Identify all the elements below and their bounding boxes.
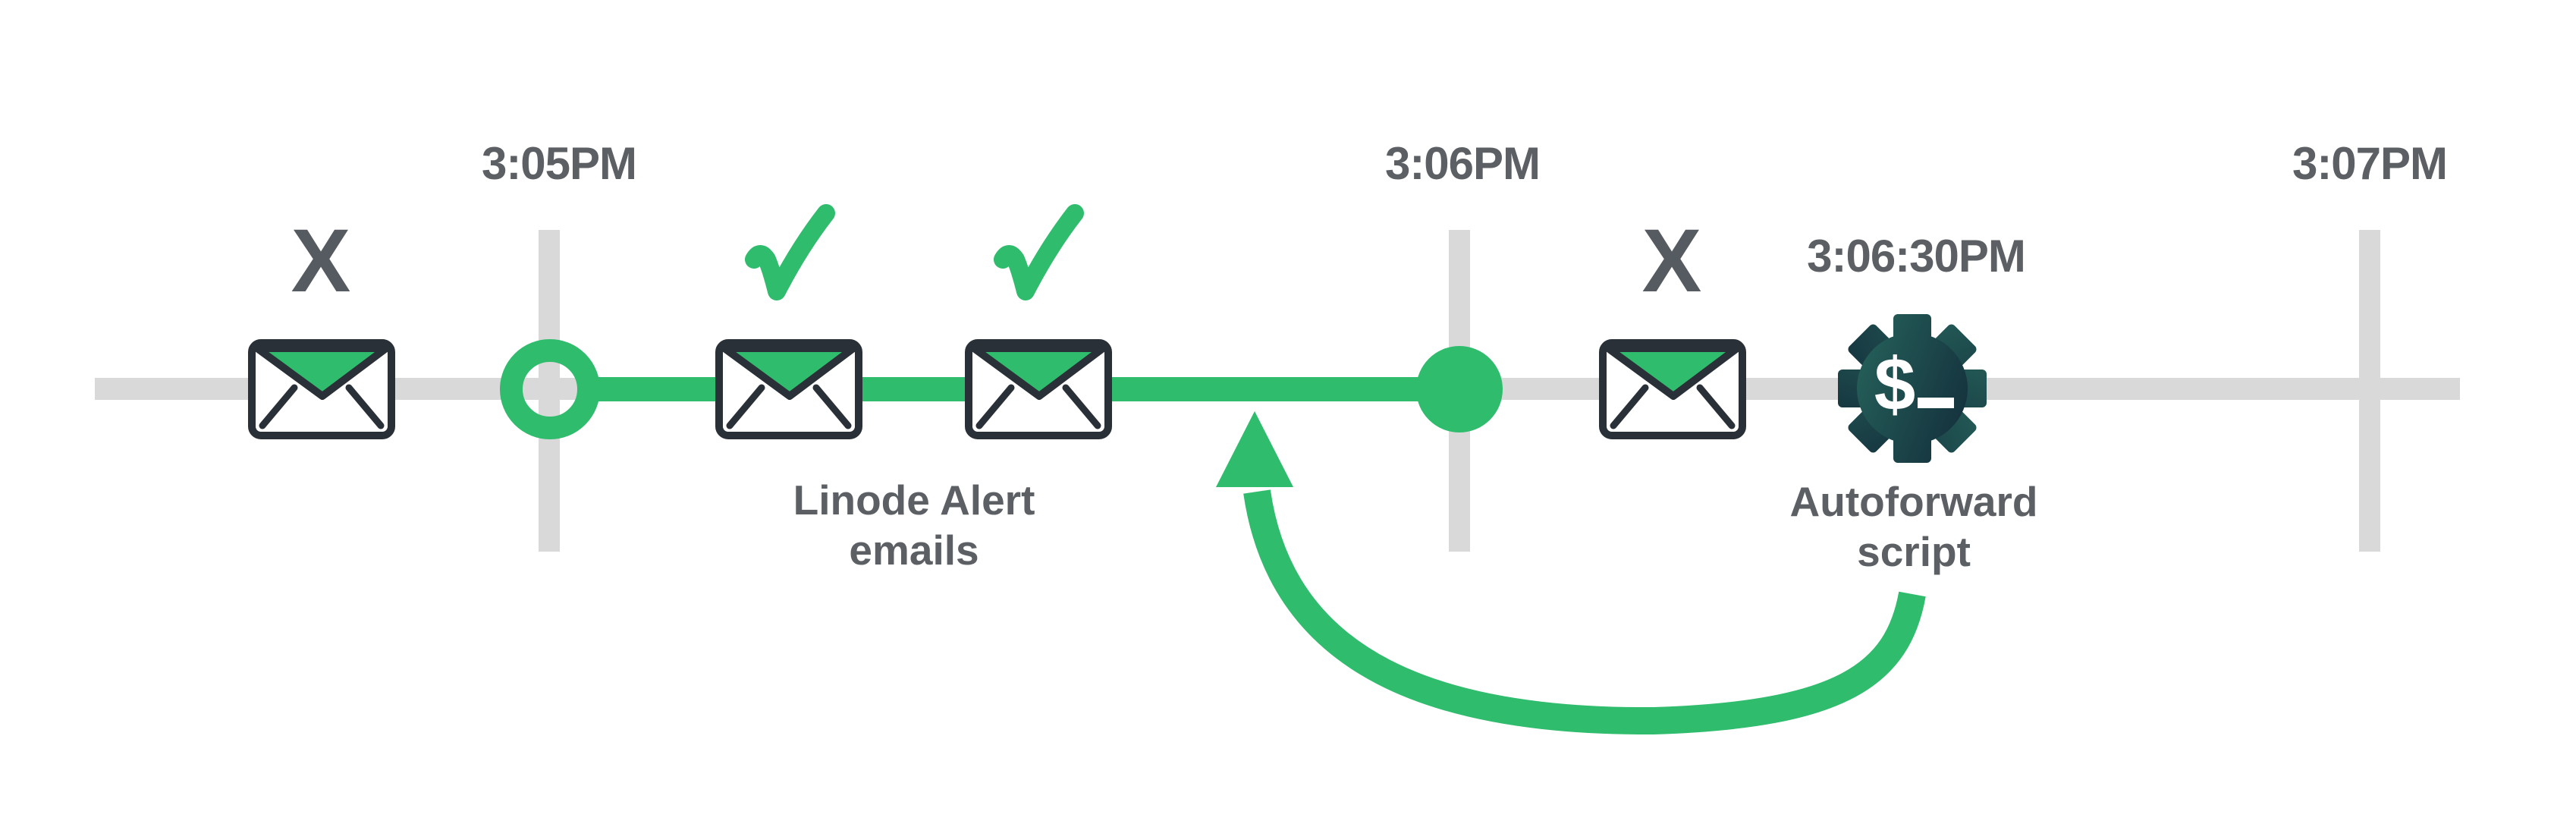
time-label-3-06: 3:06PM bbox=[1385, 138, 1540, 189]
alert-email-icon-1 bbox=[719, 343, 859, 436]
dollar-prompt-glyph: $ bbox=[1874, 342, 1916, 426]
check-icon-1 bbox=[754, 213, 826, 291]
end-dot-icon bbox=[1416, 346, 1503, 432]
gear-script-icon: $ bbox=[1838, 314, 1987, 463]
linode-caption-line1: Linode Alert bbox=[793, 476, 1035, 524]
autoforward-caption-line1: Autoforward bbox=[1790, 478, 2038, 525]
autoforward-caption-line2: script bbox=[1857, 528, 1971, 575]
missed-email-icon-2 bbox=[1603, 343, 1742, 436]
cursor-underscore bbox=[1918, 398, 1954, 408]
alert-email-icon-2 bbox=[969, 343, 1108, 436]
check-icon-2 bbox=[1003, 213, 1075, 291]
loopback-arrowhead-icon bbox=[1216, 411, 1293, 487]
start-ring-icon bbox=[500, 339, 600, 439]
x-mark-2: X bbox=[1642, 211, 1702, 311]
missed-email-icon-1 bbox=[252, 343, 391, 436]
loopback-arrow-curve bbox=[1243, 489, 1926, 735]
time-label-3-06-30: 3:06:30PM bbox=[1807, 231, 2025, 281]
time-label-3-05: 3:05PM bbox=[482, 138, 636, 189]
linode-caption-line2: emails bbox=[849, 527, 979, 574]
x-mark-1: X bbox=[291, 211, 351, 311]
time-label-3-07: 3:07PM bbox=[2292, 138, 2447, 189]
